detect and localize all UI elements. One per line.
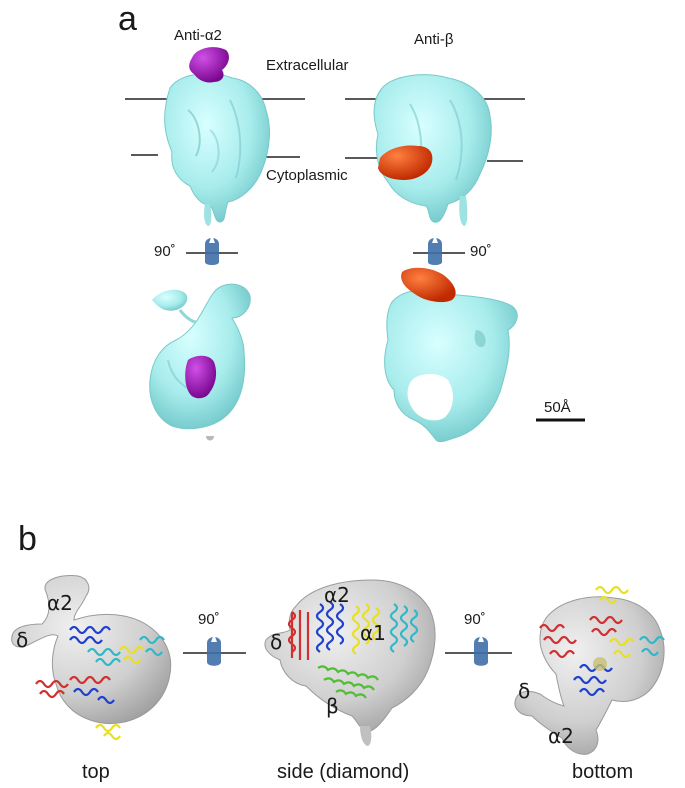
extracellular-label: Extracellular bbox=[266, 57, 349, 74]
density-map-anti-beta-top bbox=[384, 267, 518, 443]
cytoplasmic-label: Cytoplasmic bbox=[266, 167, 348, 184]
subunit-label-bottom-alpha2: α2 bbox=[548, 724, 574, 748]
rotation-axis-b1 bbox=[183, 634, 246, 666]
antibody-beta-label: Anti-β bbox=[414, 31, 454, 48]
antibody-beta-fab-top bbox=[401, 267, 456, 303]
caption-top: top bbox=[82, 761, 110, 783]
caption-side: side (diamond) bbox=[277, 761, 410, 783]
density-map-anti-beta-side bbox=[373, 74, 492, 226]
scale-bar-label: 50Å bbox=[544, 399, 571, 416]
structure-side-view bbox=[264, 579, 436, 746]
antibody-alpha2-fab bbox=[189, 47, 229, 83]
rotation-label-b1: 90˚ bbox=[198, 611, 220, 628]
panel-b-letter: b bbox=[18, 520, 37, 558]
subunit-label-side-alpha1: α1 bbox=[360, 621, 386, 645]
rotation-axis-b2 bbox=[445, 634, 512, 666]
density-map-anti-alpha2-side bbox=[164, 47, 270, 226]
caption-bottom: bottom bbox=[572, 761, 634, 783]
subunit-label-bottom-delta: δ bbox=[518, 679, 531, 703]
density-map-anti-alpha2-top bbox=[149, 283, 251, 441]
structure-top-view bbox=[11, 575, 172, 741]
panel-a-letter: a bbox=[118, 0, 137, 38]
subunit-label-top-alpha2: α2 bbox=[47, 591, 73, 615]
subunit-label-side-delta: δ bbox=[270, 630, 283, 654]
structure-bottom-view bbox=[514, 585, 665, 755]
rotation-label-left: 90˚ bbox=[154, 243, 176, 260]
rotation-label-b2: 90˚ bbox=[464, 611, 486, 628]
subunit-label-side-alpha2: α2 bbox=[324, 583, 350, 607]
rotation-label-right: 90˚ bbox=[470, 243, 492, 260]
subunit-label-top-delta: δ bbox=[16, 628, 29, 652]
rotation-axis-left bbox=[186, 235, 238, 265]
antibody-beta-fab bbox=[378, 145, 433, 180]
antibody-alpha2-label: Anti-α2 bbox=[174, 27, 222, 44]
antibody-alpha2-fab-top bbox=[185, 355, 217, 399]
subunit-label-side-beta: β bbox=[326, 694, 339, 718]
rotation-axis-right bbox=[413, 235, 465, 265]
